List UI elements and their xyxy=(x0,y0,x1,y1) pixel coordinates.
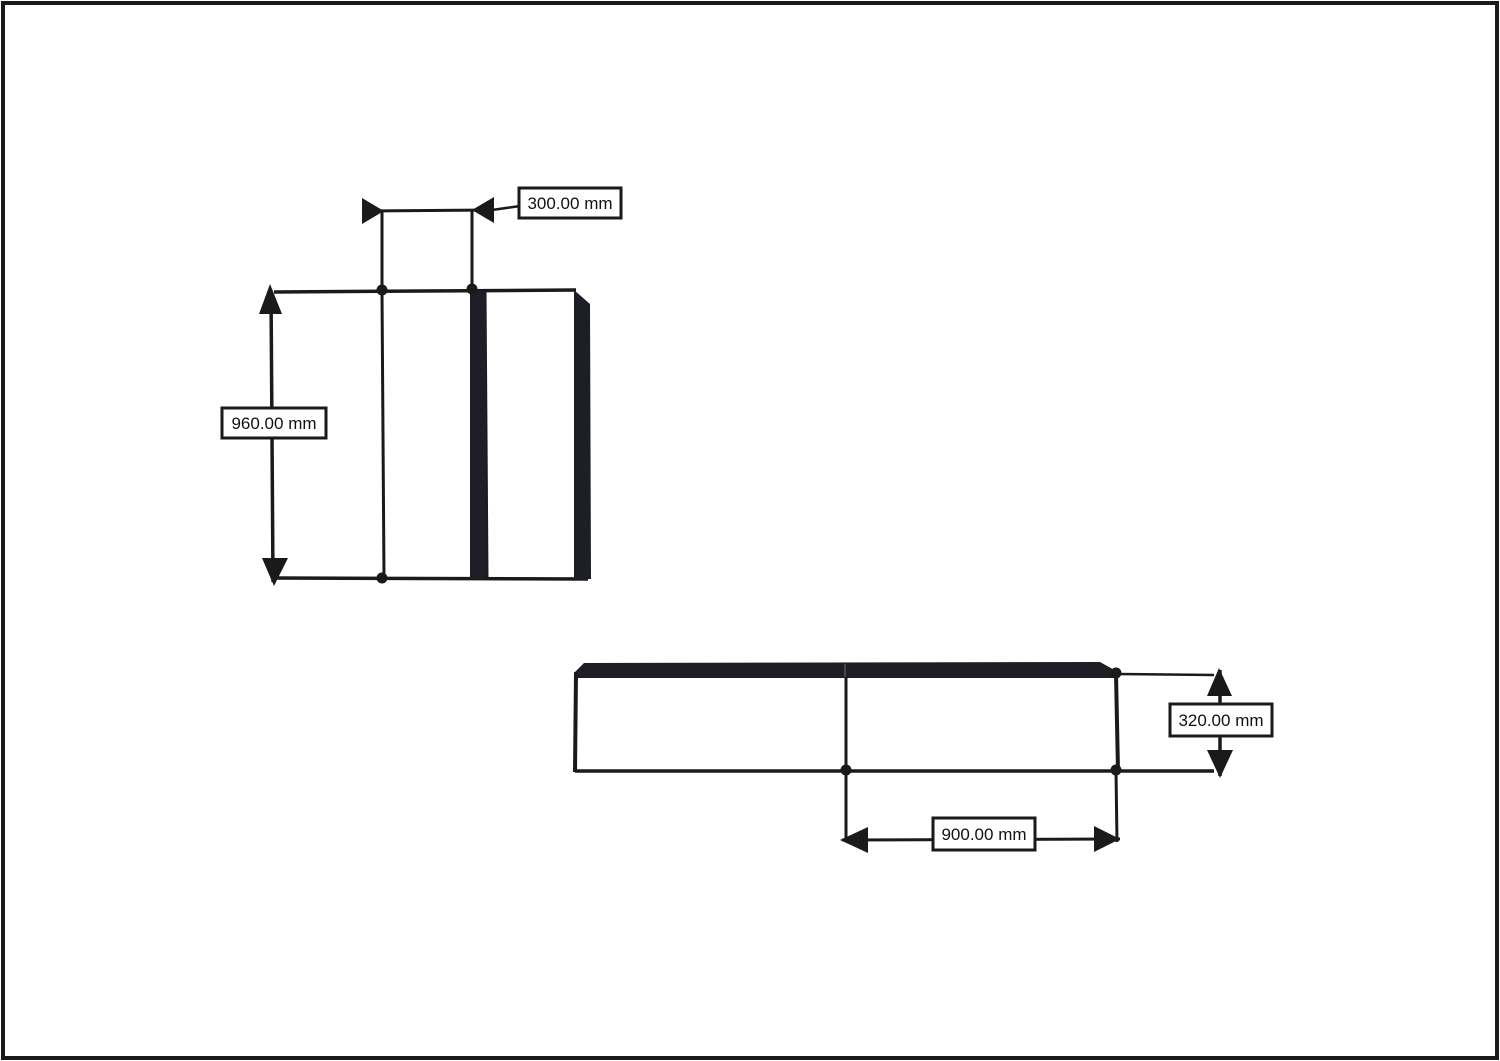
top-width-label: 300.00 mm xyxy=(517,186,623,220)
left-dim-arrow-bottom xyxy=(262,558,288,586)
left-height-label: 960.00 mm xyxy=(220,406,328,440)
left-view-dot xyxy=(376,284,388,296)
right-dim-extension-top xyxy=(1115,672,1215,677)
right-height-text: 320.00 mm xyxy=(1178,711,1263,730)
left-dim-arrow-top xyxy=(259,284,282,314)
left-view: 300.00 mm 960.00 mm xyxy=(220,186,623,586)
right-view-dot xyxy=(1110,667,1122,679)
right-dim-arrow-bottom xyxy=(1207,750,1233,778)
bottom-dim-extension-right xyxy=(1114,770,1119,843)
bottom-dim-arrow-right xyxy=(1094,826,1120,852)
left-view-thick-bar-1 xyxy=(470,291,486,579)
right-dim-arrow-top xyxy=(1207,668,1232,696)
left-view-inner-line xyxy=(380,291,386,579)
right-height-label: 320.00 mm xyxy=(1168,702,1274,738)
left-view-dot xyxy=(466,283,478,295)
left-height-text: 960.00 mm xyxy=(231,414,316,433)
right-view-dot xyxy=(1110,764,1122,776)
top-width-text: 300.00 mm xyxy=(527,194,612,213)
right-view-dot xyxy=(840,764,852,776)
top-dim-arrow-right xyxy=(472,197,494,223)
left-view-dot xyxy=(376,572,388,584)
right-view: 320.00 mm 900.00 mm xyxy=(573,662,1274,853)
bottom-dim-arrow-left xyxy=(840,827,868,853)
top-dim-leader xyxy=(491,204,521,212)
bottom-width-label: 900.00 mm xyxy=(931,816,1037,852)
right-view-right-edge xyxy=(1114,673,1120,772)
right-view-top-strip xyxy=(575,662,1118,678)
left-view-bottom-edge xyxy=(273,576,589,581)
left-view-thick-bar-2 xyxy=(574,290,591,579)
right-view-left-edge xyxy=(573,671,578,773)
top-dim-arrow-left xyxy=(362,198,384,224)
left-view-top-edge xyxy=(273,288,577,294)
bottom-width-text: 900.00 mm xyxy=(941,825,1026,844)
